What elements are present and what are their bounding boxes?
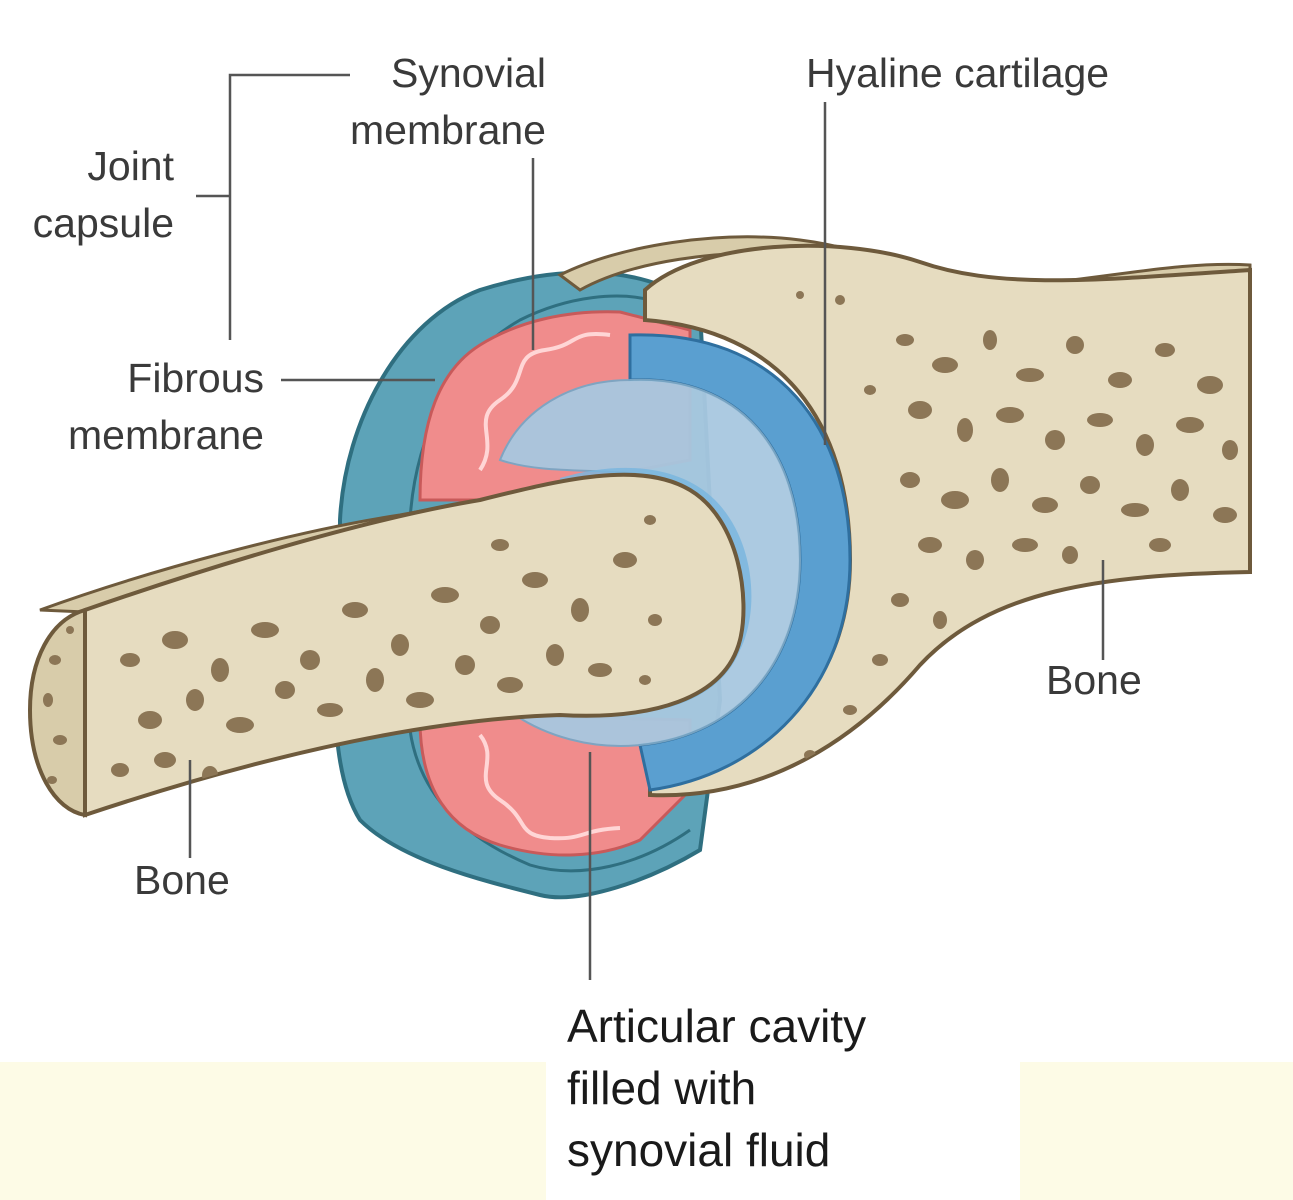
label-articular-cavity-line-2: filled with [567, 1062, 757, 1114]
joint-capsule-bracket [228, 73, 350, 340]
label-articular-cavity: Articular cavity filled with synovial fl… [567, 995, 866, 1181]
label-bone-left-text: Bone [134, 857, 230, 903]
synovial-membrane-lower-wave [478, 733, 621, 841]
bone-left-spongy-texture [111, 515, 662, 784]
bone-left-end-face [27, 607, 87, 818]
label-bone-left: Bone [134, 852, 230, 909]
label-fibrous-membrane-line-1: Fibrous [127, 355, 264, 401]
label-hyaline-cartilage-text: Hyaline cartilage [806, 50, 1110, 96]
label-synovial-membrane: Synovial membrane [290, 45, 546, 159]
leader-lines [188, 73, 1105, 980]
label-fibrous-membrane-line-2: membrane [68, 412, 264, 458]
label-hyaline-cartilage: Hyaline cartilage [806, 45, 1109, 102]
caption-panel [546, 1062, 1020, 1200]
label-fibrous-membrane: Fibrous membrane [10, 350, 264, 464]
fibrous-membrane-inner-line-lower [408, 729, 691, 873]
label-articular-cavity-line-1: Articular cavity [567, 1000, 867, 1052]
bone-right-spongy-texture [796, 291, 1238, 760]
label-bone-right-text: Bone [1046, 657, 1142, 703]
synovial-membrane-upper-wave [478, 332, 611, 472]
label-articular-cavity-line-3: synovial fluid [567, 1124, 831, 1176]
label-synovial-membrane-line-2: membrane [350, 107, 546, 153]
label-synovial-membrane-line-1: Synovial [391, 50, 546, 96]
label-bone-right: Bone [1046, 652, 1142, 709]
label-joint-capsule: Joint capsule [0, 138, 174, 252]
fibrous-membrane-inner-line [408, 294, 651, 521]
label-joint-capsule-line-2: capsule [32, 200, 174, 246]
bone-left-end-texture [43, 626, 74, 784]
label-joint-capsule-line-1: Joint [87, 143, 174, 189]
